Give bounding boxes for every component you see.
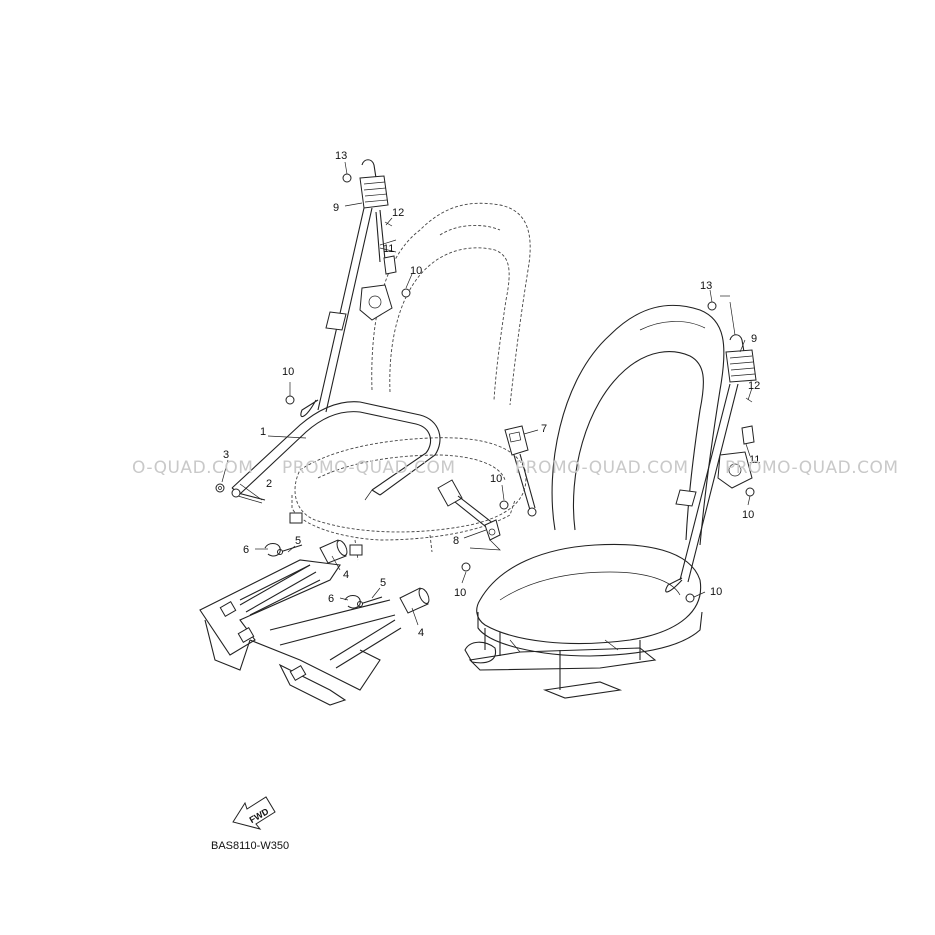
callout-12a: 12 [392,207,404,219]
watermark-4: PROMO-QUAD.COM [725,458,899,478]
watermarks: O-QUAD.COM PROMO-QUAD.COM PROMO-QUAD.COM… [132,458,899,478]
callout-6a: 6 [243,544,249,556]
callout-7: 7 [541,423,547,435]
callout-8: 8 [453,535,459,547]
callout-5b: 5 [380,577,386,589]
callout-5a: 5 [295,535,301,547]
seat-frame [199,559,402,706]
bolt-set [285,288,509,572]
callout-10f: 10 [710,586,722,598]
right-seat [464,304,725,699]
callout-13b: 13 [700,280,712,292]
watermark-1: O-QUAD.COM [132,458,253,478]
callout-3: 3 [223,449,229,461]
callout-1: 1 [260,426,266,438]
left-seat-belt [300,159,397,418]
callout-10e: 10 [742,509,754,521]
callout-10c: 10 [490,473,502,485]
center-buckle [504,425,537,517]
sleeve-lower [399,587,430,614]
callout-9a: 9 [333,202,339,214]
callout-4b: 4 [418,627,424,639]
washer [215,483,225,493]
diagram-code: BAS8110-W350 [211,840,289,852]
clip-lower [344,594,361,609]
callout-10b: 10 [282,366,294,378]
callout-11a: 11 [383,243,394,255]
leader-lines [221,161,753,626]
right-seat-belt [665,301,757,603]
callout-10a: 10 [410,265,422,277]
left-seat [291,202,531,561]
sleeve-upper [319,539,348,564]
bolt [231,488,266,504]
callout-11b: 11 [749,454,760,466]
callout-2: 2 [266,478,272,490]
small-blocks [289,512,363,556]
seat-handle-bar [231,401,441,501]
fwd-arrow: FWD [232,796,276,830]
callout-numbers: 1 2 3 4 4 5 5 6 6 7 8 9 9 10 10 10 10 10… [223,150,760,639]
clip-upper [264,542,281,557]
callout-9b: 9 [751,333,757,345]
callout-4a: 4 [343,569,349,581]
callout-10d: 10 [454,587,466,599]
side-buckle-stalk [437,479,501,551]
watermark-3: PROMO-QUAD.COM [515,458,689,478]
watermark-2: PROMO-QUAD.COM [282,458,456,478]
callout-13a: 13 [335,150,347,162]
callout-12b: 12 [748,380,760,392]
callout-6b: 6 [328,593,334,605]
